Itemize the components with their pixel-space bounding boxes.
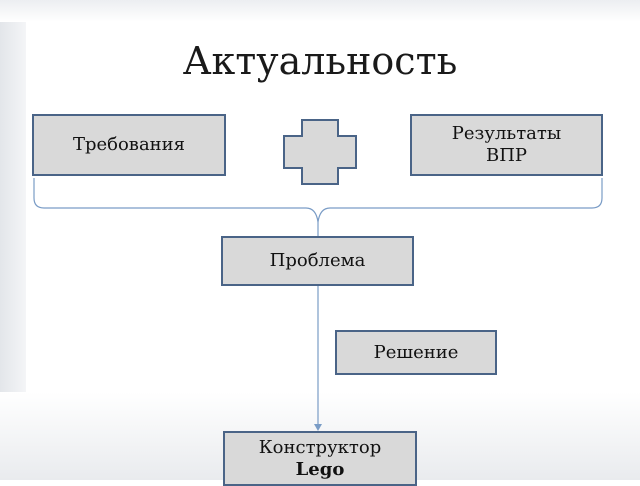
results-label-line2: ВПР bbox=[485, 145, 528, 166]
requirements-box: Требования bbox=[32, 114, 226, 176]
vpr-results-box: Результаты ВПР bbox=[410, 114, 603, 176]
lego-constructor-box: Конструктор Lego bbox=[223, 431, 417, 486]
problem-box: Проблема bbox=[221, 236, 414, 286]
arrow-head bbox=[314, 424, 322, 431]
slide-title: Актуальность bbox=[182, 39, 458, 83]
plus-icon bbox=[283, 119, 357, 185]
solution-box: Решение bbox=[335, 330, 497, 375]
requirements-label: Требования bbox=[72, 134, 186, 155]
lego-label: Lego bbox=[295, 459, 345, 480]
constructor-label: Конструктор bbox=[258, 437, 382, 458]
results-label-line1: Результаты bbox=[451, 123, 562, 144]
problem-label: Проблема bbox=[269, 250, 366, 271]
background-top-strip bbox=[0, 0, 640, 22]
solution-label: Решение bbox=[373, 341, 459, 363]
